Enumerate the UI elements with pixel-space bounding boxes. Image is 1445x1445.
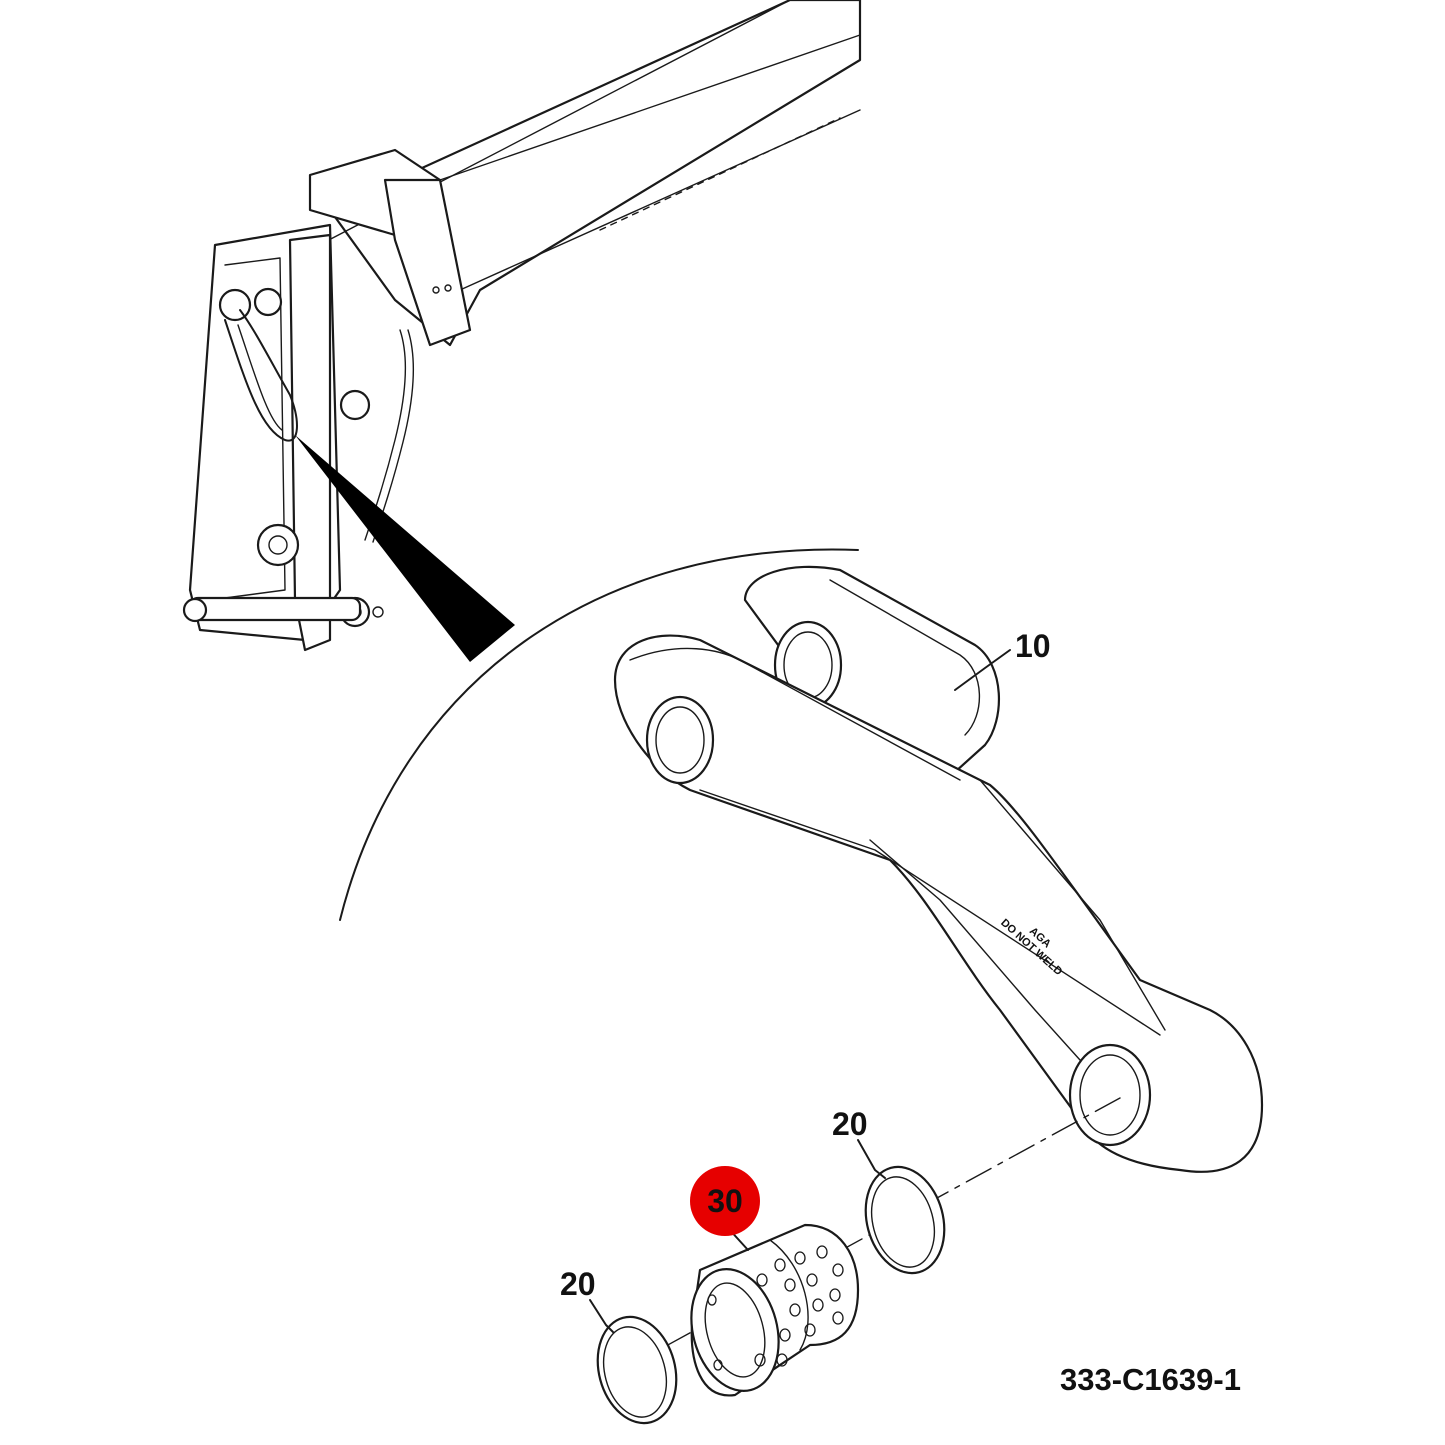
detail-view-boundary [339,548,859,921]
boom-assembly [182,0,862,652]
callout-20-lower[interactable]: 20 [560,1266,596,1302]
leader-20-upper [857,1139,886,1179]
seal-upper [864,1165,946,1275]
leader-10 [954,649,1011,691]
seal-lower [596,1315,678,1425]
drawing-number: 333-C1639-1 [1060,1362,1241,1397]
callout-20-upper[interactable]: 20 [832,1106,868,1142]
leader-20-lower [589,1299,614,1333]
callout-30[interactable]: 30 [707,1183,743,1219]
link-front-bore [645,695,715,785]
link-lower-bore [1079,1054,1141,1136]
detail-pointer-wedge [295,435,515,662]
callout-30-highlight[interactable] [690,1166,760,1236]
link-part-10: AGA DO NOT WELD [613,565,1264,1173]
bushing-part-30 [690,1223,860,1397]
callout-10[interactable]: 10 [1015,628,1051,664]
